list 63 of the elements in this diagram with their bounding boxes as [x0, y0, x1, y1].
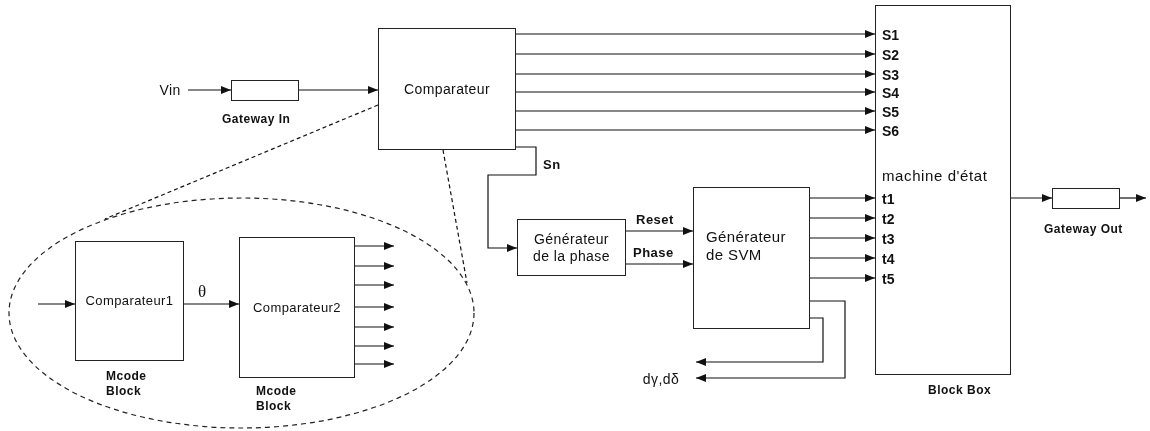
arrow: [809, 234, 876, 242]
port-label: S1: [882, 26, 900, 44]
port-label: t2: [882, 210, 895, 228]
arrow: [515, 50, 876, 58]
block-label: Comparateur: [403, 80, 491, 98]
arrow: [354, 360, 395, 368]
arrow: [354, 323, 395, 331]
signal-label: dγ,dδ: [642, 371, 680, 388]
port-label: t5: [882, 270, 895, 288]
port-label: S6: [882, 122, 900, 140]
arrow: [695, 317, 824, 366]
arrow: [354, 242, 395, 250]
arrow: [1119, 194, 1147, 202]
edge-label: Sn: [543, 158, 561, 171]
arrow: [695, 300, 846, 382]
arrow: [515, 107, 876, 115]
block-caption: Block Box: [928, 383, 992, 398]
arrow: [515, 30, 876, 38]
arrow: [625, 227, 694, 235]
zoom-line: [104, 104, 379, 220]
arrow: [515, 70, 876, 78]
block-label: Générateur de la phase: [532, 230, 611, 265]
edge-label: θ: [198, 283, 207, 300]
arrow: [354, 262, 395, 270]
arrow: [354, 303, 395, 311]
arrow: [1010, 194, 1053, 202]
arrow: [37, 300, 76, 308]
signal-label: Vin: [159, 81, 181, 99]
block-caption: Mcode Block: [106, 369, 148, 399]
arrow: [354, 281, 395, 289]
block-caption: Mcode Block: [256, 384, 298, 414]
edge-label: Phase: [633, 246, 674, 259]
arrow: [809, 254, 876, 262]
port-label: t4: [882, 250, 895, 268]
arrow: [187, 86, 232, 94]
svm-generator-block: [693, 187, 810, 329]
arrow: [298, 86, 379, 94]
port-label: S4: [882, 84, 900, 102]
arrow: [354, 342, 395, 350]
zoom-line: [442, 149, 468, 284]
arrow: [809, 214, 876, 222]
port-label: S2: [882, 46, 900, 64]
port-label: t1: [882, 190, 895, 208]
block-caption: Gateway Out: [1044, 222, 1123, 237]
comparator-block: [378, 28, 516, 150]
arrow: [809, 274, 876, 282]
port-label: t3: [882, 230, 895, 248]
phase-generator-block: [517, 219, 626, 276]
arrow: [515, 126, 876, 134]
port-label: S5: [882, 103, 900, 121]
arrow: [487, 146, 537, 252]
arrow: [809, 194, 876, 202]
block-title: machine d'état: [882, 167, 988, 185]
block-label: Comparateur2: [253, 299, 341, 316]
arrow: [183, 300, 240, 308]
arrow: [625, 260, 694, 268]
block-label: Comparateur1: [85, 293, 174, 309]
zoom-ellipse: [8, 197, 475, 429]
block-caption: Gateway In: [222, 112, 291, 127]
arrow: [515, 88, 876, 96]
edge-label: Reset: [636, 213, 674, 226]
port-label: S3: [882, 66, 900, 84]
block-label: Générateur de SVM: [706, 228, 787, 264]
